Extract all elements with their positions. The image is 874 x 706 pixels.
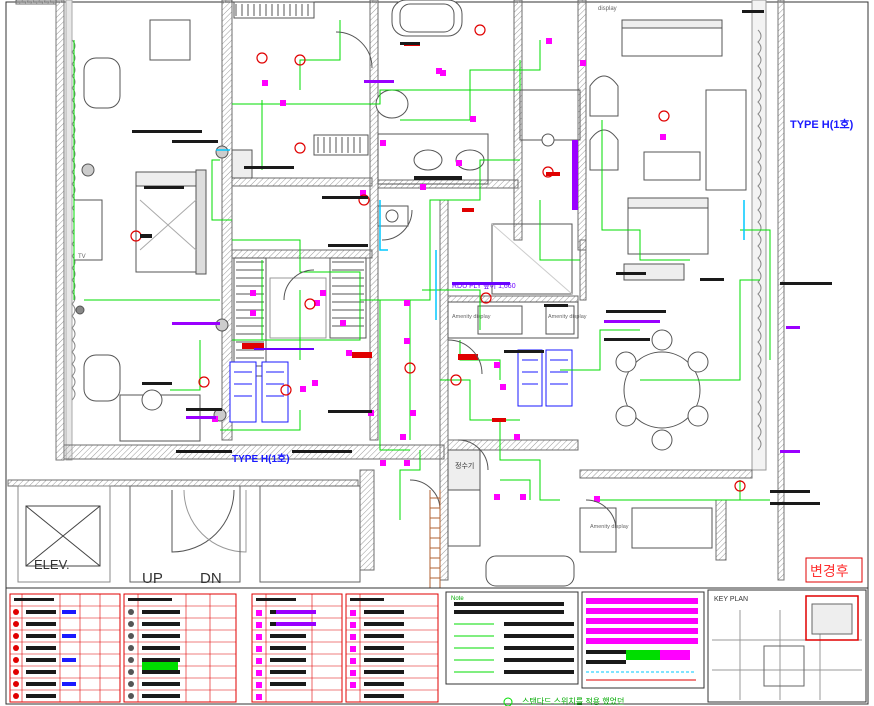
closet-area	[231, 1, 369, 377]
kitchen-tag-label: 정수기	[455, 461, 474, 470]
legend-table-3	[251, 593, 343, 703]
note-box	[445, 591, 579, 685]
stair-area	[129, 485, 361, 583]
elev-label: ELEV.	[34, 557, 70, 572]
amenity-display-label-1: Amenity display	[452, 314, 491, 320]
bottom-note-marker	[503, 697, 513, 706]
elevator-shaft	[17, 485, 111, 583]
purple-annotation-bars	[172, 80, 800, 453]
cyan-conduits	[216, 149, 745, 320]
magenta-devices	[212, 38, 666, 502]
equipment-racks	[229, 349, 573, 423]
left-exterior-wall	[55, 0, 76, 461]
change-after-label: 변경후	[810, 563, 849, 579]
green-wiring	[73, 20, 771, 520]
up-label: UP	[142, 570, 163, 587]
amenity-display-label-3: Amenity display	[590, 524, 629, 530]
doors	[171, 31, 617, 553]
left-room-furniture	[73, 19, 229, 442]
black-annotation-bars	[132, 10, 832, 505]
right-exterior-wall	[751, 0, 785, 581]
tv-label: TV	[78, 254, 86, 260]
legend-strip	[5, 587, 869, 705]
bottom-note-label: 스탠다드 스위치를 적용 했었던	[522, 696, 624, 706]
type-h-right-label: TYPE H(1호)	[790, 117, 854, 131]
change-after-box	[805, 557, 863, 583]
legend-table-4	[345, 593, 439, 703]
key-plan	[707, 589, 867, 703]
bathroom-fixtures	[375, 0, 581, 227]
legend-table-2	[123, 593, 237, 703]
key-plan-label: KEY PLAN	[714, 596, 748, 603]
pantry-area	[447, 223, 579, 587]
right-room-furniture	[579, 19, 747, 553]
type-h-center-label: TYPE H(1호)	[232, 452, 290, 465]
ladder	[429, 490, 441, 588]
rdu-fly-label: RDU FLY 높이 1,660	[452, 281, 516, 290]
note-header-label: Note	[451, 596, 464, 602]
amenity-display-label-2: Amenity display	[548, 314, 587, 320]
legend-table-1	[9, 593, 121, 703]
display-top-label: display	[598, 6, 617, 12]
dn-label: DN	[200, 570, 222, 587]
spec-table	[581, 591, 705, 689]
